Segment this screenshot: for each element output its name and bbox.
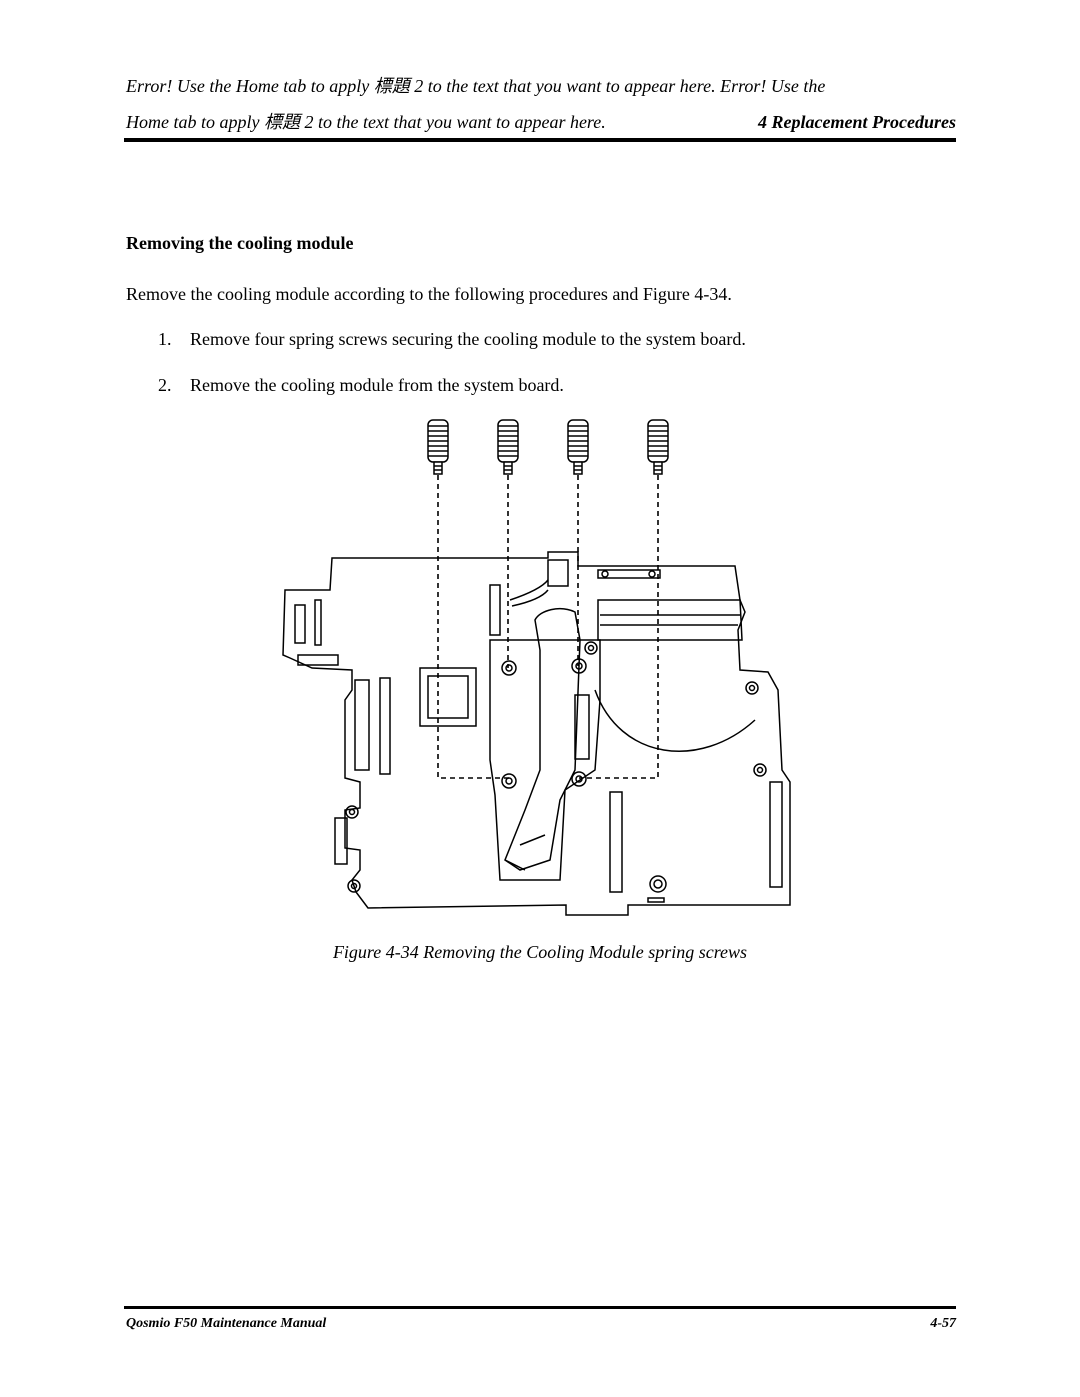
step-1-number: 1. — [158, 329, 172, 349]
step-1-text: Remove four spring screws securing the c… — [190, 329, 746, 349]
system-board-illustration — [282, 419, 791, 916]
header-line-2: Home tab to apply 標題 2 to the text that … — [126, 104, 956, 140]
spring-screw-4 — [647, 419, 669, 475]
cooling-plate — [489, 639, 601, 881]
system-board-outline — [282, 551, 791, 916]
header-line-1: Error! Use the Home tab to apply 標題 2 to… — [126, 76, 826, 96]
spring-screw-3 — [567, 419, 589, 475]
chapter-title: 4 Replacement Procedures — [758, 112, 956, 132]
running-header: Error! Use the Home tab to apply 標題 2 to… — [126, 68, 956, 140]
step-1: 1. Remove four spring screws securing the… — [158, 329, 746, 350]
step-2: 2. Remove the cooling module from the sys… — [158, 375, 564, 396]
screw-guide-lines — [437, 475, 659, 779]
intro-paragraph: Remove the cooling module according to t… — [126, 284, 732, 304]
footer-manual-title: Qosmio F50 Maintenance Manual — [126, 1316, 327, 1331]
step-2-number: 2. — [158, 375, 172, 395]
spring-screw-2 — [497, 419, 519, 475]
figure-caption: Figure 4-34 Removing the Cooling Module … — [332, 942, 748, 962]
screw-holes — [345, 641, 767, 893]
heat-pipe — [504, 608, 581, 871]
spring-screw-1 — [427, 419, 449, 475]
fan-housing — [597, 599, 743, 641]
footer-page-number: 4-57 — [930, 1316, 956, 1331]
board-components — [294, 559, 783, 903]
section-title: Removing the cooling module — [126, 233, 354, 253]
header-line-2-text: Home tab to apply 標題 2 to the text that … — [126, 112, 606, 132]
header-rule — [124, 138, 956, 142]
cooling-module-figure — [270, 410, 810, 920]
fan-arc — [594, 689, 756, 752]
footer-rule — [124, 1306, 956, 1309]
step-2-text: Remove the cooling module from the syste… — [190, 375, 564, 395]
